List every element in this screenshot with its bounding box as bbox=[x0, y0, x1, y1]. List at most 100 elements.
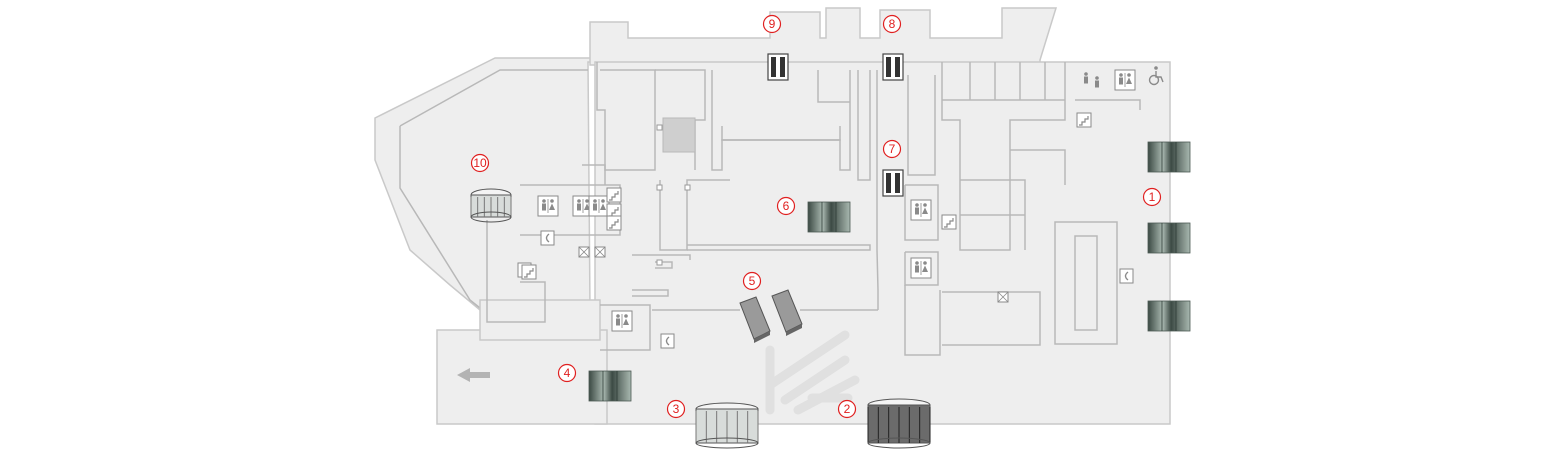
person-head bbox=[585, 199, 589, 203]
restroom-icon bbox=[1114, 69, 1136, 91]
entrance-marker-2[interactable]: 2 bbox=[837, 399, 857, 419]
entrance-marker-6[interactable]: 6 bbox=[776, 196, 796, 216]
person-head bbox=[542, 199, 546, 203]
phone-icon-frame bbox=[1119, 268, 1134, 284]
sliding-door-east-1 bbox=[1147, 141, 1191, 173]
stairs-steps bbox=[944, 218, 954, 228]
marker-circle bbox=[666, 399, 686, 419]
column-dots bbox=[656, 124, 691, 266]
marker-circle bbox=[557, 363, 577, 383]
phone-icon-frame bbox=[540, 230, 555, 246]
elevator-icon bbox=[578, 246, 590, 258]
person-body bbox=[542, 203, 546, 211]
person-body bbox=[600, 203, 606, 210]
phone-icon bbox=[1119, 268, 1134, 284]
sliding-door-4 bbox=[588, 370, 632, 402]
north-corridor-floor bbox=[589, 7, 1058, 66]
person-body bbox=[922, 265, 928, 272]
amenity-icons bbox=[517, 66, 1164, 349]
west-block-top bbox=[582, 164, 606, 185]
stairs-icon bbox=[521, 264, 537, 280]
west-stair-wall bbox=[486, 220, 546, 323]
person-head bbox=[601, 199, 605, 203]
east-utility bbox=[1075, 99, 1141, 110]
door-panel bbox=[1147, 141, 1191, 173]
restroom-icon bbox=[588, 195, 610, 217]
stairs-steps bbox=[1079, 116, 1089, 126]
doors bbox=[470, 53, 1191, 449]
marker-number: 2 bbox=[844, 402, 851, 416]
lobby-west-box bbox=[632, 289, 669, 297]
wheelchair-head bbox=[1154, 66, 1158, 70]
person-body bbox=[915, 265, 919, 273]
restroom-icon bbox=[537, 195, 559, 217]
walls bbox=[486, 62, 1141, 356]
turnstile-right bbox=[771, 289, 803, 336]
door-panel bbox=[588, 370, 632, 402]
double-door-9 bbox=[767, 53, 789, 81]
revolving-door-3 bbox=[695, 402, 759, 449]
phone-handset bbox=[1124, 271, 1129, 281]
exit-arrow-shaft bbox=[470, 372, 490, 378]
north-hall-inner bbox=[721, 126, 841, 141]
stairs-icon bbox=[941, 214, 957, 230]
revolving-door-base bbox=[695, 437, 759, 449]
west-wing-floor bbox=[374, 57, 598, 311]
marker-circle bbox=[1142, 187, 1162, 207]
central-spine-wall bbox=[876, 70, 879, 310]
person-head bbox=[1084, 72, 1088, 76]
elevator-cross bbox=[578, 246, 590, 258]
core-restroom-box bbox=[904, 184, 939, 241]
person-body bbox=[1119, 77, 1123, 85]
person-body bbox=[915, 207, 919, 215]
elevator-cross bbox=[997, 291, 1009, 303]
entrance-marker-9[interactable]: 9 bbox=[762, 14, 782, 34]
marker-circle bbox=[742, 271, 762, 291]
stairs-steps bbox=[524, 268, 534, 278]
person-body bbox=[1095, 80, 1099, 88]
lobby-tick bbox=[655, 261, 673, 269]
double-door-leaf bbox=[895, 57, 900, 77]
entrance-marker-1[interactable]: 1 bbox=[1142, 187, 1162, 207]
turnstile-base bbox=[786, 324, 802, 336]
core-stair-box bbox=[942, 291, 1041, 346]
lobby-divider bbox=[687, 244, 871, 251]
logo-stroke bbox=[765, 330, 850, 390]
entrance-marker-4[interactable]: 4 bbox=[557, 363, 577, 383]
column-dot bbox=[656, 259, 663, 266]
stairs-steps bbox=[609, 191, 619, 201]
family-room-icon bbox=[1084, 72, 1099, 88]
exit-arrow-head bbox=[457, 368, 470, 382]
marker-number: 7 bbox=[889, 142, 896, 156]
phone-handset bbox=[665, 336, 670, 346]
revolving-door-10 bbox=[470, 188, 512, 223]
logo-watermark bbox=[765, 330, 860, 415]
restroom-icon bbox=[611, 310, 633, 332]
phone-icon-frame bbox=[660, 333, 675, 349]
sliding-door-east-3 bbox=[1147, 300, 1191, 332]
entrance-marker-5[interactable]: 5 bbox=[742, 271, 762, 291]
entrance-marker-7[interactable]: 7 bbox=[882, 139, 902, 159]
double-door-8 bbox=[882, 53, 904, 81]
marker-circle bbox=[470, 153, 490, 173]
person-body bbox=[922, 207, 928, 214]
entrance-marker-3[interactable]: 3 bbox=[666, 399, 686, 419]
person-body bbox=[616, 318, 620, 326]
door-panel bbox=[1147, 300, 1191, 332]
wheelchair-wheel bbox=[1148, 74, 1160, 86]
marker-number: 3 bbox=[673, 402, 680, 416]
entrance-marker-8[interactable]: 8 bbox=[882, 14, 902, 34]
person-body bbox=[623, 318, 629, 325]
central-corridor-wall bbox=[857, 70, 871, 181]
revolving-door-base bbox=[867, 437, 931, 449]
west-wing-diagonal bbox=[399, 126, 486, 313]
core-restroom-box-2 bbox=[904, 251, 939, 286]
entrance-marker-10[interactable]: 10 bbox=[470, 153, 490, 173]
service-shaft bbox=[662, 117, 696, 153]
lobby-west-wall bbox=[659, 179, 730, 251]
person-head bbox=[616, 314, 620, 318]
person-head bbox=[550, 199, 554, 203]
person-head bbox=[1095, 76, 1099, 80]
